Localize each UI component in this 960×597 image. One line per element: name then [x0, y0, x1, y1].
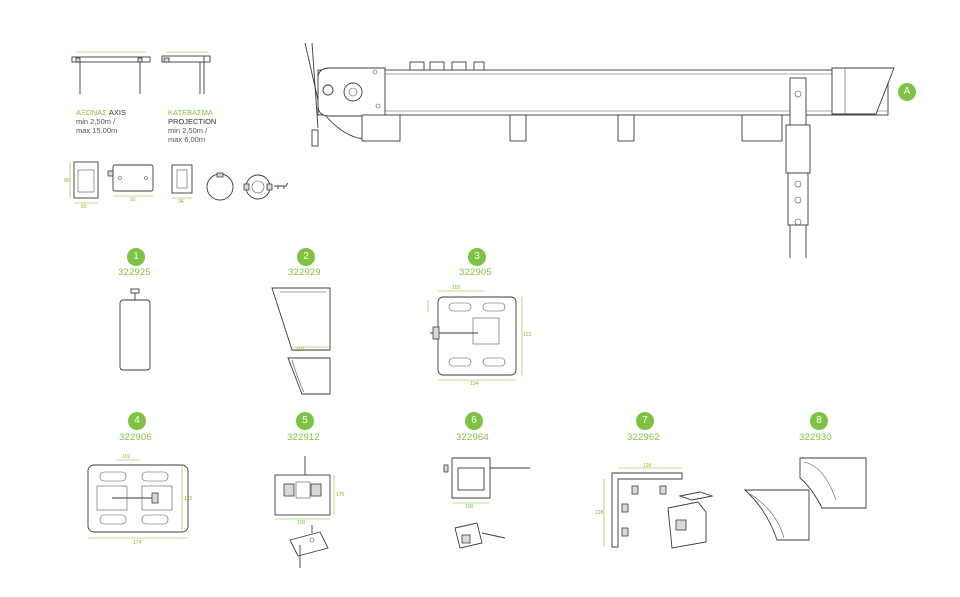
part-2-drawing: 110 — [271, 287, 331, 395]
profile-sections: 50 80 93 34 — [64, 161, 289, 210]
dim-p5-w: 100 — [297, 520, 306, 526]
part-7-code: 322962 — [627, 432, 660, 443]
projection-range: min 2,50m / max 6,00m — [168, 126, 208, 144]
axis-overview-drawing — [71, 51, 151, 94]
dim-p4-h: 122 — [184, 496, 193, 502]
part-1-drawing — [119, 288, 151, 371]
part-1-code: 322925 — [118, 267, 151, 278]
part-4-code: 322906 — [119, 432, 152, 443]
part-5-drawing: 100 170 — [274, 456, 345, 568]
main-assembly-drawing — [304, 42, 895, 258]
part-5-code: 322912 — [287, 432, 320, 443]
dim-p4-top: 102 — [122, 454, 131, 460]
projection-label-greek: ΚΑΤΕΒΑΣΜΑ — [168, 108, 213, 117]
dim-p5-h: 170 — [336, 492, 345, 498]
dim-p6-w: 100 — [465, 504, 474, 510]
part-8-code: 322930 — [799, 432, 832, 443]
part-4-badge: 4 — [128, 412, 146, 430]
dim-p7-w: 128 — [643, 463, 652, 469]
part-5-badge: 5 — [296, 412, 314, 430]
part-8-drawing — [743, 457, 867, 541]
projection-label-en: PROJECTION — [168, 117, 217, 126]
dim-p3-w: 134 — [470, 381, 479, 387]
axis-range: min 2,50m / max 15,00m — [76, 117, 118, 135]
dim-p3-top: 102 — [452, 285, 461, 291]
dim-p3-h: 122 — [523, 332, 532, 338]
part-1-badge: 1 — [127, 248, 145, 266]
axis-label-greek: ΑΞΟΝΑΣ — [76, 108, 107, 117]
part-3-code: 322905 — [459, 267, 492, 278]
part-3-drawing: 102 134 122 — [427, 285, 532, 387]
assembly-badge-a: A — [898, 83, 916, 101]
part-6-code: 322964 — [456, 432, 489, 443]
dim-p2-w: 110 — [296, 347, 304, 353]
dim-profile3-w: 34 — [178, 199, 184, 205]
part-6-badge: 6 — [465, 412, 483, 430]
dim-profile2-w: 93 — [130, 197, 136, 203]
part-2-code: 322929 — [288, 267, 321, 278]
dim-profile1-w: 50 — [81, 204, 87, 210]
axis-label: ΑΞΟΝΑΣ AXIS min 2,50m / max 15,00m — [76, 108, 146, 135]
axis-label-en: AXIS — [108, 108, 126, 117]
part-3-badge: 3 — [468, 248, 486, 266]
dim-p7-h: 128 — [595, 510, 604, 516]
part-4-drawing: 174 102 122 — [87, 454, 193, 546]
dim-p4-w: 174 — [133, 540, 142, 546]
part-8-badge: 8 — [810, 412, 828, 430]
dim-profile1-h: 80 — [64, 178, 70, 184]
projection-label: ΚΑΤΕΒΑΣΜΑ PROJECTION min 2,50m / max 6,0… — [168, 108, 238, 144]
part-2-badge: 2 — [297, 248, 315, 266]
part-6-drawing: 100 — [443, 457, 530, 549]
part-7-drawing: 128 128 — [595, 463, 714, 549]
projection-overview-drawing — [161, 51, 211, 94]
part-7-badge: 7 — [636, 412, 654, 430]
